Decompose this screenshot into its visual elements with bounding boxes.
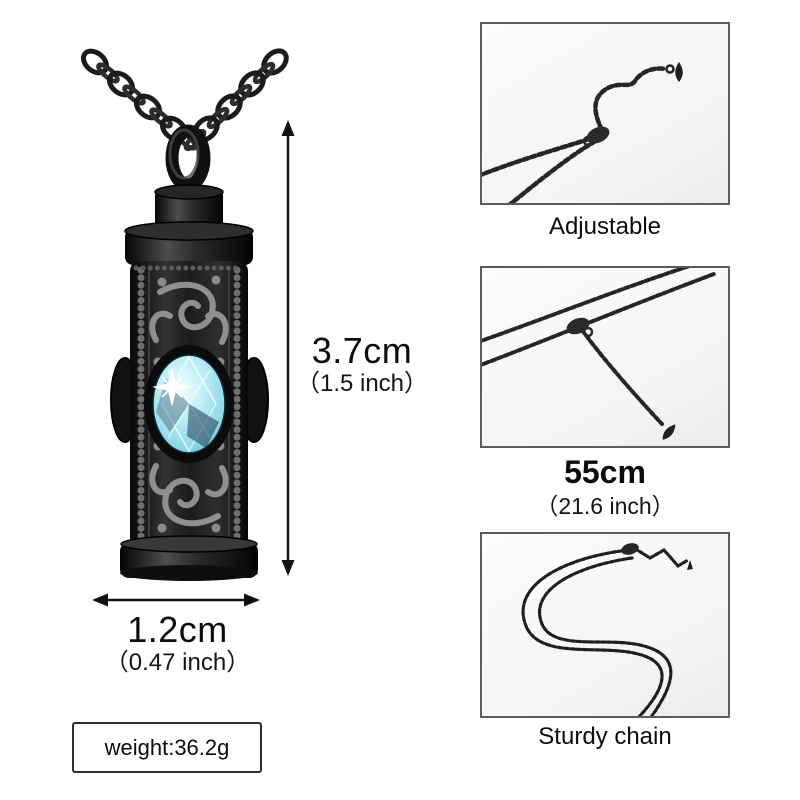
weight-box: weight:36.2g: [72, 722, 262, 773]
pendant-neck: [154, 184, 224, 230]
height-value-label: 3.7cm: [311, 330, 413, 371]
extension-hook: [687, 560, 693, 570]
panel-adjustable-caption: Adjustable: [548, 213, 662, 240]
adjustable-chain-image: [482, 62, 683, 203]
teardrop-charm: [662, 424, 676, 440]
pendant-base-cap: [120, 535, 258, 581]
sparkle-icon: [152, 367, 192, 407]
chain-length-image: [482, 268, 716, 440]
panel-adjustable: [480, 22, 730, 205]
chain-length-inch-label: （21.6 inch）: [535, 492, 675, 519]
panel-chain-length-caption-group: 55cm （21.6 inch）: [480, 454, 730, 520]
height-dimension: 3.7cm （1.5 inch）: [288, 332, 436, 397]
scrollwork-ornament: [149, 275, 229, 533]
gem: [144, 345, 234, 463]
pendant-illustration: [70, 40, 300, 581]
height-arrow: [281, 120, 295, 576]
width-dimension: 1.2cm （0.47 inch）: [95, 611, 260, 676]
height-inch-label: （1.5 inch）: [295, 369, 429, 397]
panel-sturdy-chain: [480, 532, 730, 718]
width-value-label: 1.2cm: [127, 609, 228, 650]
sturdy-chain-image: [521, 543, 693, 716]
panel-chain-length: [480, 266, 730, 448]
weight-label: weight:36.2g: [104, 734, 230, 760]
panel-sturdy-chain-caption: Sturdy chain: [538, 723, 672, 750]
width-inch-label: （0.47 inch）: [104, 648, 251, 676]
width-arrow: [92, 593, 260, 607]
chain-length-value-label: 55cm: [564, 454, 646, 490]
pendant-top-cap: [124, 221, 254, 265]
teardrop-charm: [675, 62, 683, 82]
